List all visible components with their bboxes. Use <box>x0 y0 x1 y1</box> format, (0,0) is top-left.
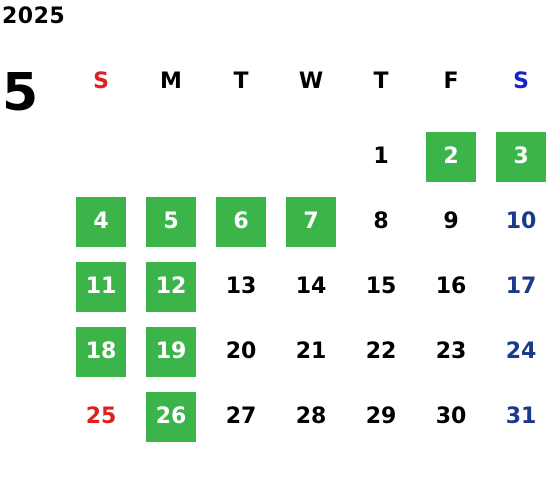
day-number[interactable]: 31 <box>505 404 537 429</box>
week-row: 18 19 20 21 22 23 24 <box>66 319 548 384</box>
day-number[interactable]: 14 <box>295 274 327 299</box>
day-number <box>76 132 126 182</box>
day-cell[interactable]: 10 <box>486 189 548 254</box>
day-cell[interactable]: 8 <box>346 189 416 254</box>
day-number[interactable]: 23 <box>435 339 467 364</box>
highlighted-day[interactable]: 5 <box>146 196 196 247</box>
weekday-label: S <box>513 69 529 94</box>
day-cell <box>276 124 346 189</box>
day-cell[interactable]: 28 <box>276 384 346 449</box>
day-cell[interactable]: 20 <box>206 319 276 384</box>
day-number[interactable]: 21 <box>295 339 327 364</box>
day-cell[interactable]: 30 <box>416 384 486 449</box>
weekday-label: W <box>298 69 324 94</box>
weekday-label: F <box>443 69 459 94</box>
week-row: 11 12 13 14 15 16 17 <box>66 254 548 319</box>
day-cell[interactable]: 24 <box>486 319 548 384</box>
day-cell[interactable]: 23 <box>416 319 486 384</box>
highlighted-day[interactable]: 18 <box>76 326 126 377</box>
day-cell <box>136 124 206 189</box>
day-number[interactable]: 13 <box>225 274 257 299</box>
day-number[interactable]: 28 <box>295 404 327 429</box>
day-cell[interactable]: 31 <box>486 384 548 449</box>
day-cell[interactable]: 27 <box>206 384 276 449</box>
day-cell[interactable]: 2 <box>416 124 486 189</box>
day-cell[interactable]: 22 <box>346 319 416 384</box>
day-number[interactable]: 25 <box>85 404 117 429</box>
day-cell[interactable]: 16 <box>416 254 486 319</box>
day-number <box>286 132 336 182</box>
day-number[interactable]: 20 <box>225 339 257 364</box>
day-number[interactable]: 8 <box>373 209 389 234</box>
calendar-month: 5 <box>2 63 39 123</box>
day-cell <box>66 124 136 189</box>
day-cell[interactable]: 11 <box>66 254 136 319</box>
day-cell[interactable]: 1 <box>346 124 416 189</box>
day-number[interactable]: 29 <box>365 404 397 429</box>
day-cell[interactable]: 12 <box>136 254 206 319</box>
day-cell[interactable]: 25 <box>66 384 136 449</box>
weekday-label: M <box>160 69 182 94</box>
day-number[interactable]: 22 <box>365 339 397 364</box>
day-number[interactable]: 15 <box>365 274 397 299</box>
highlighted-day[interactable]: 3 <box>496 131 546 182</box>
weekday-label: T <box>233 69 249 94</box>
day-cell[interactable]: 5 <box>136 189 206 254</box>
highlighted-day[interactable]: 19 <box>146 326 196 377</box>
day-cell[interactable]: 17 <box>486 254 548 319</box>
day-cell[interactable]: 21 <box>276 319 346 384</box>
day-cell[interactable]: 9 <box>416 189 486 254</box>
day-number[interactable]: 1 <box>373 144 389 169</box>
highlighted-day[interactable]: 12 <box>146 261 196 312</box>
day-number[interactable]: 16 <box>435 274 467 299</box>
day-number[interactable]: 24 <box>505 339 537 364</box>
weekday-label: T <box>373 69 389 94</box>
day-cell[interactable]: 15 <box>346 254 416 319</box>
day-cell[interactable]: 19 <box>136 319 206 384</box>
day-cell[interactable]: 26 <box>136 384 206 449</box>
day-cell[interactable]: 4 <box>66 189 136 254</box>
day-cell[interactable]: 14 <box>276 254 346 319</box>
highlighted-day[interactable]: 4 <box>76 196 126 247</box>
highlighted-day[interactable]: 7 <box>286 196 336 247</box>
day-cell[interactable]: 13 <box>206 254 276 319</box>
highlighted-day[interactable]: 11 <box>76 261 126 312</box>
highlighted-day[interactable]: 6 <box>216 196 266 247</box>
day-cell[interactable]: 18 <box>66 319 136 384</box>
day-number[interactable]: 27 <box>225 404 257 429</box>
week-row: 25 26 27 28 29 30 31 <box>66 384 548 449</box>
day-cell[interactable]: 3 <box>486 124 548 189</box>
day-cell[interactable]: 7 <box>276 189 346 254</box>
day-number[interactable]: 17 <box>505 274 537 299</box>
day-number[interactable]: 30 <box>435 404 467 429</box>
calendar-year: 2025 <box>2 4 66 29</box>
day-number <box>146 132 196 182</box>
day-cell <box>206 124 276 189</box>
day-number[interactable]: 9 <box>443 209 459 234</box>
day-cell[interactable]: 29 <box>346 384 416 449</box>
highlighted-day[interactable]: 26 <box>146 391 196 442</box>
day-cell[interactable]: 6 <box>206 189 276 254</box>
day-number[interactable]: 10 <box>505 209 537 234</box>
day-number <box>216 132 266 182</box>
weekday-label: S <box>93 69 109 94</box>
highlighted-day[interactable]: 2 <box>426 131 476 182</box>
